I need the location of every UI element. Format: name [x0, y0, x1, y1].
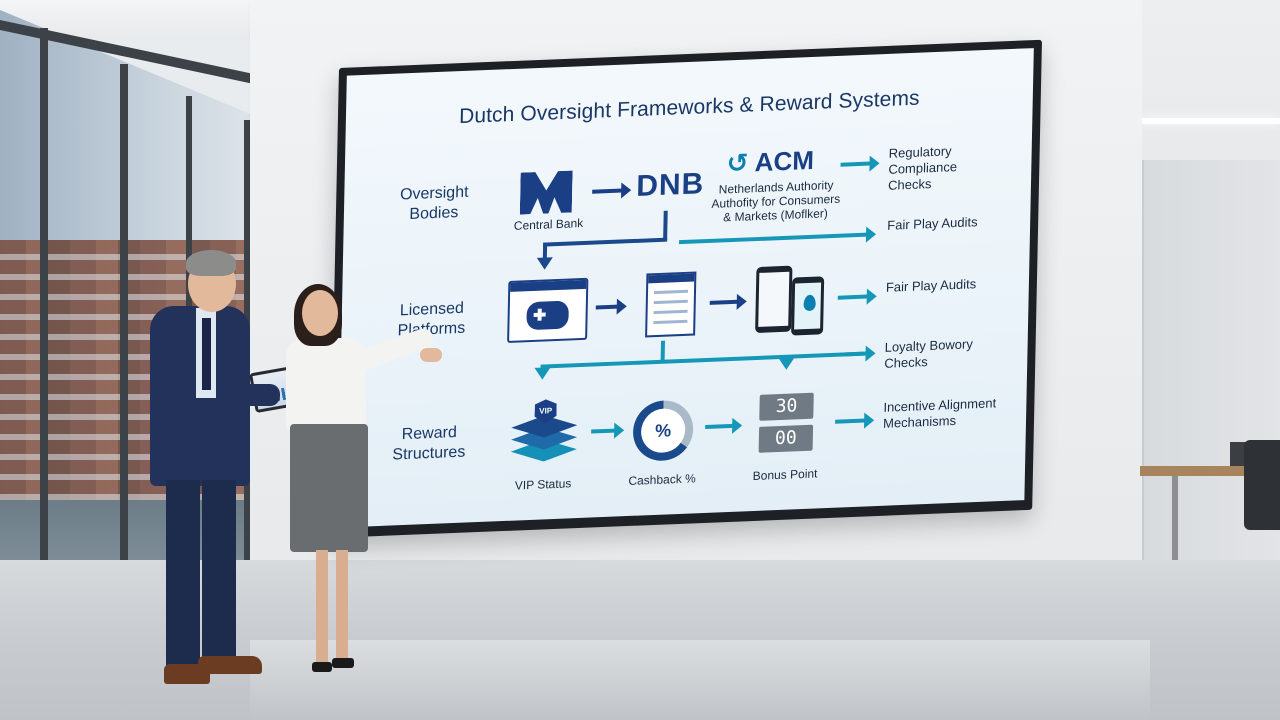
- arrow-right: [840, 351, 867, 357]
- note-fair-play-top: Fair Play Audits: [887, 214, 978, 233]
- woman-hand: [420, 348, 442, 362]
- arrow-down: [534, 367, 551, 380]
- woman-head: [302, 290, 338, 336]
- bonus-counter-top: 30: [759, 392, 814, 421]
- acm-swirl-icon: ↺: [726, 147, 749, 179]
- arrow-right: [705, 423, 734, 429]
- display-screen: Dutch Oversight Frameworks & Reward Syst…: [337, 48, 1034, 528]
- man-leg-left: [166, 480, 200, 666]
- woman-shoe: [332, 658, 354, 668]
- arrow-right: [592, 188, 623, 194]
- smartphone-icon: [791, 276, 825, 336]
- woman-blouse: [286, 338, 366, 430]
- ceiling-light: [1142, 118, 1280, 124]
- arrow-down: [536, 257, 553, 270]
- man-hair: [186, 250, 236, 276]
- note-regulatory: Regulatory Compliance Checks: [887, 143, 958, 193]
- row-label-rewards: Reward Structures: [392, 423, 466, 464]
- window-mullion: [40, 28, 48, 614]
- diagram-title: Dutch Oversight Frameworks & Reward Syst…: [458, 86, 920, 129]
- connector-line: [540, 351, 865, 369]
- document-line: [653, 309, 688, 315]
- acm-logo-text: ACM: [754, 144, 815, 178]
- woman-arm-lower: [290, 392, 346, 410]
- woman-leg: [336, 550, 348, 664]
- desk-leg: [1172, 476, 1178, 580]
- dnb-logo: DNB: [635, 167, 705, 203]
- percent-symbol: %: [640, 407, 686, 454]
- document-line: [653, 289, 689, 295]
- connector-line: [543, 237, 668, 247]
- note-loyalty: Loyalty Bowory Checks: [884, 336, 973, 371]
- arrow-right: [591, 428, 616, 434]
- note-incentive: Incentive Alignment Mechanisms: [882, 395, 997, 431]
- smartphone-icon: [755, 265, 793, 334]
- document-line: [653, 319, 688, 325]
- arrow-right: [595, 304, 618, 310]
- browser-bar: [510, 279, 587, 292]
- wall-display: Dutch Oversight Frameworks & Reward Syst…: [329, 39, 1042, 539]
- woman-leg: [316, 550, 328, 668]
- percent-gauge-icon: %: [632, 399, 694, 462]
- bonus-counter-bottom: 00: [758, 424, 814, 453]
- water-drop-icon: [803, 294, 816, 312]
- central-bank-logo-icon: [520, 171, 573, 215]
- acm-caption: Netherlands Authority Authofity for Cons…: [711, 178, 841, 225]
- note-fair-play-platforms: Fair Play Audits: [885, 276, 977, 295]
- arrow-right: [679, 232, 868, 245]
- floor-reflection: [250, 640, 1150, 720]
- woman-shoe: [312, 662, 332, 672]
- man-shoe: [198, 656, 262, 674]
- connector-line: [542, 242, 548, 259]
- phone-screen: [758, 271, 790, 327]
- man-arm: [222, 384, 280, 406]
- gamepad-browser-icon: [507, 277, 589, 344]
- man-leg-right: [202, 480, 236, 660]
- row-label-oversight: Oversight Bodies: [399, 183, 469, 224]
- document-line: [653, 299, 688, 305]
- window-mullion: [120, 64, 128, 604]
- bonus-caption: Bonus Point: [752, 466, 818, 484]
- arrow-right: [709, 299, 738, 305]
- arrow-down: [778, 357, 795, 371]
- document-header: [648, 273, 695, 284]
- office-desk: [1140, 466, 1280, 476]
- central-bank-caption: Central Bank: [513, 216, 584, 233]
- connector-line: [663, 210, 668, 241]
- office-chair: [1244, 440, 1280, 530]
- vip-layers-icon: VIP: [510, 412, 577, 471]
- arrow-right: [835, 418, 866, 424]
- arrow-right: [840, 161, 871, 167]
- woman-skirt: [290, 424, 368, 552]
- acm-logo: ↺ ACM: [726, 145, 814, 180]
- man-tie: [202, 318, 211, 390]
- vip-caption: VIP Status: [514, 476, 572, 493]
- gamepad-icon: [526, 300, 569, 331]
- arrow-right: [837, 294, 868, 300]
- phone-screen: [794, 282, 822, 330]
- document-icon: [645, 271, 697, 338]
- cashback-caption: Cashback %: [628, 471, 696, 489]
